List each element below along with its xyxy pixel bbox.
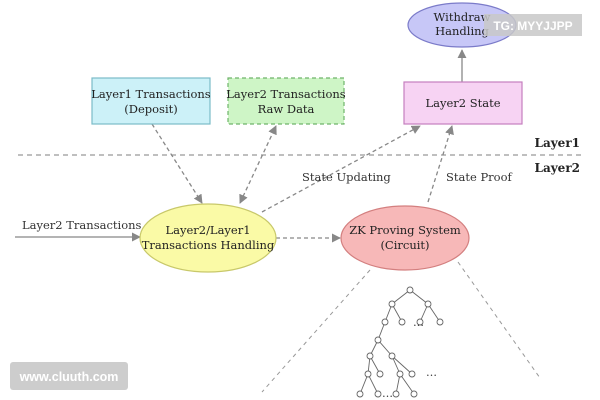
l2state-label: Layer2 State [425, 96, 500, 110]
node-zk-proving-system: ZK Proving System (Circuit) [340, 205, 470, 271]
tree-node [388, 352, 396, 360]
tree-cone-left [261, 269, 371, 393]
node-transactions-handling: Layer2/Layer1 Transactions Handling [139, 203, 277, 273]
withdraw-line1: Withdraw [434, 10, 491, 24]
website-badge: www.cluuth.com [10, 362, 128, 390]
node-layer1-transactions: Layer1 Transactions (Deposit) [91, 77, 211, 125]
input-label: Layer2 Transactions [22, 218, 142, 232]
tree-node [424, 300, 432, 308]
tree-node [388, 300, 396, 308]
handling-line2: Transactions Handling [142, 238, 275, 252]
tree-node [366, 352, 374, 360]
tree-edge [427, 303, 441, 323]
arrow-handling-to-l2raw [239, 125, 277, 204]
tree-ellipsis: … [426, 366, 437, 379]
l1tx-line1: Layer1 Transactions [91, 87, 211, 101]
tree-node [356, 390, 364, 398]
arrow-state-proof [427, 125, 454, 203]
layer2-label: Layer2 [535, 161, 581, 175]
tree-ellipsis: … [382, 387, 393, 400]
node-layer2-state: Layer2 State [403, 81, 523, 125]
state-updating-label: State Updating [302, 170, 391, 184]
tree-node [381, 318, 389, 326]
tree-node [376, 370, 384, 378]
tree-node [396, 370, 404, 378]
tree-edge [359, 373, 369, 395]
tree-edge [367, 373, 379, 395]
tree-node [364, 370, 372, 378]
tree-node [408, 370, 416, 378]
tree-node [406, 286, 414, 294]
tree-node [392, 390, 400, 398]
tree-node [436, 318, 444, 326]
node-layer2-raw-data: Layer2 Transactions Raw Data [226, 77, 346, 125]
withdraw-line2: Handling [435, 24, 489, 38]
tree-node [398, 318, 406, 326]
tree-edge [377, 339, 393, 357]
merkle-tree: … … … [356, 286, 444, 400]
tree-edge [409, 289, 429, 305]
tree-edge [399, 373, 415, 395]
website-text: www.cluuth.com [19, 370, 119, 384]
zk-line2: (Circuit) [380, 238, 429, 252]
zk-line1: ZK Proving System [349, 223, 461, 237]
telegram-text: TG: MYYJJPP [493, 19, 572, 33]
l1tx-line2: (Deposit) [124, 102, 178, 116]
telegram-badge: TG: MYYJJPP [484, 14, 582, 36]
tree-node [416, 318, 424, 326]
handling-line1: Layer2/Layer1 [165, 223, 250, 237]
layer1-label: Layer1 [535, 136, 581, 150]
tree-cone-right [457, 261, 541, 379]
tree-ellipsis: … [413, 316, 424, 329]
l2raw-line1: Layer2 Transactions [226, 87, 346, 101]
tree-node [374, 336, 382, 344]
arrow-l1tx-to-handling [151, 123, 203, 204]
tree-node [410, 390, 418, 398]
state-proof-label: State Proof [446, 170, 513, 184]
tree-node [374, 390, 382, 398]
l2raw-line2: Raw Data [258, 102, 315, 116]
tree-edge [391, 289, 411, 305]
tree-edge [391, 355, 413, 375]
arrow-state-updating [261, 125, 421, 213]
